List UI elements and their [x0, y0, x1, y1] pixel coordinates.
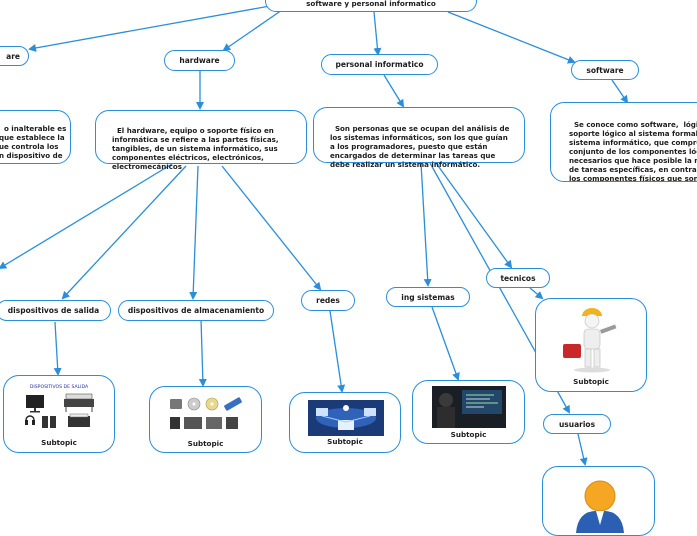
edge-p-ing [420, 162, 432, 287]
edge-redes-img [329, 310, 346, 393]
edge-personal-desc [383, 74, 405, 108]
topic-almacenamiento-label: dispositivos de almacenamiento [127, 306, 265, 315]
edge-almac-img [198, 318, 207, 387]
edge-ing-img [431, 306, 460, 381]
desc-hardware-text: El hardware, equipo o soporte físico en … [112, 126, 279, 171]
edge-root-software [447, 11, 576, 64]
topic-redes[interactable]: redes [301, 290, 355, 311]
root-topic-label: software y personal informatico [306, 0, 436, 8]
topic-dispositivos-almacenamiento[interactable]: dispositivos de almacenamiento [118, 300, 274, 321]
edge-root-hardware [222, 9, 283, 52]
technician-illustration [563, 308, 617, 373]
programmer-illustration [432, 386, 506, 428]
topic-hardware-label: hardware [179, 56, 220, 65]
desc-software-text: Se conoce como software, lógic soporte l… [569, 120, 697, 182]
topic-ing-sistemas[interactable]: ing sistemas [386, 287, 470, 307]
edge-hw-left [0, 163, 173, 270]
topic-redes-label: redes [316, 296, 340, 305]
topic-personal-informatico[interactable]: personal informatico [321, 54, 438, 75]
ing-caption: Subtopic [450, 430, 487, 439]
edge-root-personal [373, 11, 382, 56]
desc-personal-text: Son personas que se ocupan del análisis … [330, 124, 510, 169]
subtopic-redes-image[interactable]: Subtopic [289, 392, 401, 453]
topic-ing-label: ing sistemas [401, 292, 455, 302]
root-topic[interactable]: software y personal informatico [265, 0, 477, 12]
subtopic-tecnicos-image[interactable]: Subtopic [535, 298, 647, 392]
desc-personal[interactable]: Son personas que se ocupan del análisis … [313, 107, 525, 169]
topic-hardware[interactable]: hardware [164, 50, 235, 71]
salida-caption: Subtopic [41, 438, 77, 447]
salida-inner-title: DISPOSITIVOS DE SALIDA [29, 385, 89, 390]
topic-usuarios-label: usuarios [558, 419, 596, 429]
storage-devices-illustration [170, 397, 242, 429]
edge-usuarios-img [577, 433, 588, 466]
edge-hw-almac [189, 165, 199, 300]
edge-tecnicos-img [529, 287, 544, 300]
topic-usuarios[interactable]: usuarios [543, 414, 611, 434]
topic-software-label: software [586, 65, 624, 75]
desc-left-partial[interactable]: o inalterable es que establece la ue con… [0, 110, 71, 164]
topic-tecnicos[interactable]: tecnicos [486, 268, 550, 288]
tecnicos-caption: Subtopic [573, 377, 609, 386]
network-illustration [308, 400, 384, 436]
desc-software[interactable]: Se conoce como software, lógic soporte l… [550, 102, 697, 182]
edge-software-desc [611, 79, 629, 104]
topic-left-partial[interactable]: are [0, 46, 29, 66]
subtopic-ing-image[interactable]: Subtopic [412, 380, 525, 444]
output-devices-illustration [25, 393, 94, 428]
subtopic-usuarios-image[interactable] [542, 466, 655, 536]
topic-tecnicos-label: tecnicos [500, 273, 536, 283]
subtopic-salida-image[interactable]: DISPOSITIVOS DE SALIDA Subtopic [3, 375, 115, 453]
user-avatar-icon [576, 480, 624, 533]
desc-hardware[interactable]: El hardware, equipo o soporte físico en … [95, 110, 307, 171]
edge-root-left [28, 5, 271, 52]
edge-p-tecnicos [435, 162, 513, 269]
almacenamiento-caption: Subtopic [187, 439, 224, 448]
topic-personal-label: personal informatico [335, 60, 424, 69]
redes-caption: Subtopic [327, 437, 363, 446]
topic-dispositivos-salida[interactable]: dispositivos de salida [0, 300, 111, 321]
desc-left-text: o inalterable es que establece la ue con… [0, 124, 67, 160]
subtopic-almacenamiento-image[interactable]: Subtopic [149, 386, 262, 453]
topic-salida-label: dispositivos de salida [7, 306, 100, 315]
edge-salida-img [53, 321, 62, 376]
topic-software[interactable]: software [571, 60, 639, 80]
edge-hw-salida [61, 165, 187, 300]
topic-left-label: are [6, 51, 20, 61]
edge-hw-redes [221, 165, 322, 291]
